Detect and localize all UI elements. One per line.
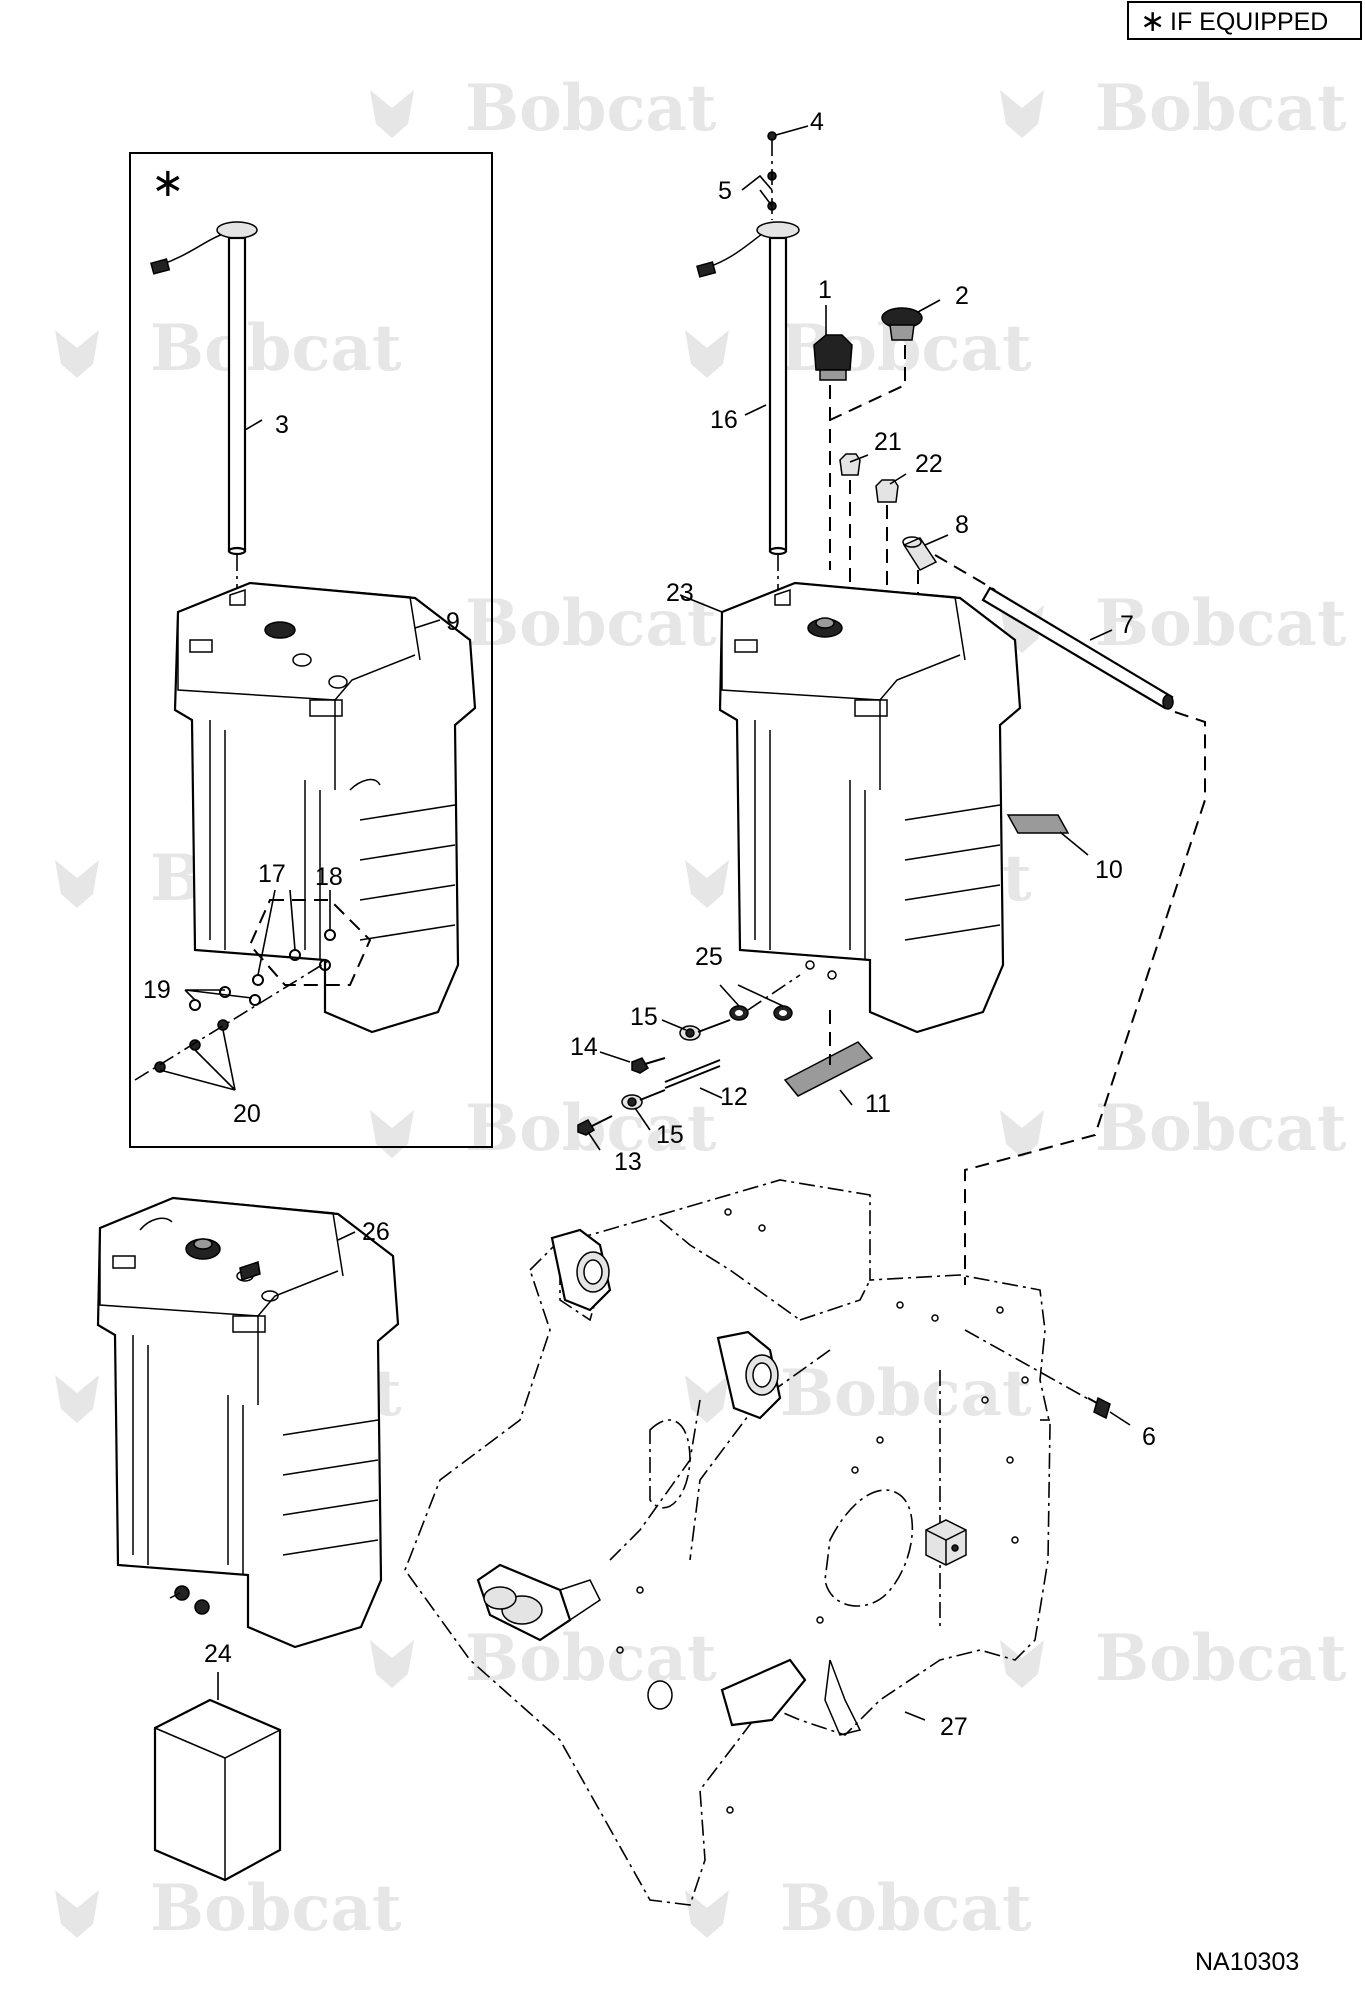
watermark-10: Bobcat [1000,1091,1347,1166]
main-frame-27 [404,1179,1051,1906]
callout-19: 19 [143,976,171,1004]
svg-text:Bobcat: Bobcat [780,1356,1032,1431]
fuel-tank [718,581,1022,1034]
watermark-1: Bobcat [370,71,717,146]
callout-22: 22 [915,450,943,478]
watermark-13: Bobcat [370,1621,717,1696]
optional-asterisk: ∗ [151,161,185,205]
cap-dashline-2 [829,345,906,421]
note-label: IF EQUIPPED [1170,8,1328,36]
callout-27: 27 [940,1713,968,1741]
callout-18: 18 [315,863,343,891]
watermark-layer: Bobcat Bobcat Bobcat Bobcat Bobcat Bobca… [55,71,1347,1946]
callout-11: 11 [865,1090,891,1118]
callout-15a: 15 [630,1003,658,1031]
fuel-sender-optional [150,221,258,590]
callout-4: 4 [810,108,824,136]
pad-10 [1006,814,1070,834]
callout-14: 14 [570,1033,598,1061]
callout-20: 20 [233,1100,261,1128]
rod-7 [981,586,1174,710]
watermark-4: Bobcat [685,311,1032,386]
kit-box-24 [153,1698,282,1882]
leader-lines [159,125,1131,1721]
svg-text:Bobcat: Bobcat [465,586,717,661]
callout-13: 13 [614,1148,642,1176]
watermark-3: Bobcat [55,311,402,386]
callout-26: 26 [362,1218,390,1246]
callout-3: 3 [275,411,289,439]
callout-10: 10 [1095,856,1123,884]
callout-labels: 1 2 3 4 5 6 7 8 9 10 11 12 13 14 15 15 1… [143,108,1156,1741]
svg-text:Bobcat: Bobcat [150,1871,402,1946]
fuel-sender [696,131,800,590]
bolt-6 [964,1329,1111,1420]
vent-cap-2 [881,307,923,341]
routing-dashline [964,711,1206,1285]
watermark-2: Bobcat [1000,71,1347,146]
rod-dashline [934,554,996,591]
if-equipped-note: ∗ IF EQUIPPED [1127,1,1362,40]
hardware-12-15-25 [577,974,801,1136]
plug-21 [839,453,861,476]
svg-text:Bobcat: Bobcat [780,1871,1032,1946]
svg-text:Bobcat: Bobcat [1095,1621,1347,1696]
callout-25: 25 [695,943,723,971]
callout-24: 24 [204,1640,232,1668]
callout-6: 6 [1142,1423,1156,1451]
mount-block [925,1519,967,1566]
watermark-16: Bobcat [685,1871,1032,1946]
callout-8: 8 [955,511,969,539]
callout-9: 9 [446,608,460,636]
fuel-tank-optional [173,581,477,1034]
svg-text:Bobcat: Bobcat [465,1621,717,1696]
plug-22 [875,479,899,503]
fuel-tank-alternate [96,1196,400,1649]
callout-5: 5 [718,177,732,205]
note-asterisk: ∗ [1140,5,1165,38]
watermark-14: Bobcat [1000,1621,1347,1696]
watermark-15: Bobcat [55,1871,402,1946]
svg-text:Bobcat: Bobcat [150,311,402,386]
svg-text:Bobcat: Bobcat [1095,1091,1347,1166]
svg-text:Bobcat: Bobcat [1095,71,1347,146]
callout-12: 12 [720,1083,748,1111]
figure-id: NA10303 [1195,1948,1299,1976]
callout-21: 21 [874,428,902,456]
callout-23: 23 [666,579,694,607]
strap-11 [783,1041,874,1097]
callout-17: 17 [258,860,286,888]
svg-text:Bobcat: Bobcat [465,71,717,146]
optional-equipment-box: ∗ [129,152,493,1148]
callout-7: 7 [1120,611,1134,639]
watermark-6: Bobcat [1000,586,1347,661]
spacer-8 [902,536,938,571]
svg-text:Bobcat: Bobcat [1095,586,1347,661]
callout-1: 1 [818,276,832,304]
fuel-cap-1 [813,334,853,381]
callout-16: 16 [710,406,738,434]
watermark-12: Bobcat [685,1356,1032,1431]
callout-15b: 15 [656,1121,684,1149]
callout-2: 2 [955,282,969,310]
